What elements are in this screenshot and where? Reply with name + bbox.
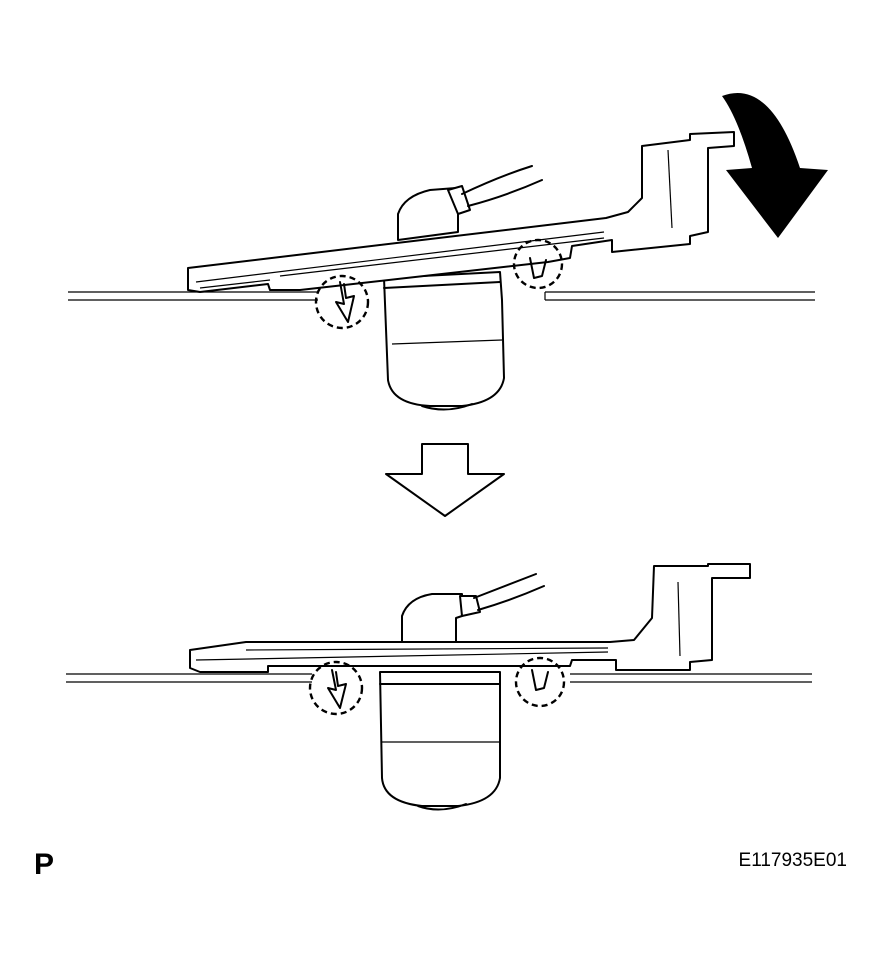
step-1-lamp-tilted xyxy=(68,93,828,411)
claw-left-bottom xyxy=(308,660,364,716)
claw-left-top xyxy=(314,274,370,330)
lamp-lens-bottom xyxy=(379,671,501,811)
body-panel-bottom xyxy=(66,673,812,683)
lamp-lens-top xyxy=(383,271,505,411)
figure-code: E117935E01 xyxy=(738,850,847,871)
connector-bottom xyxy=(401,573,545,643)
connector-top xyxy=(397,165,543,241)
step-2-lamp-installed xyxy=(66,563,812,811)
down-arrow-icon xyxy=(385,443,505,517)
claw-right-bottom xyxy=(514,656,566,708)
body-panel-top xyxy=(68,291,815,301)
page-letter: P xyxy=(34,848,55,881)
curved-arrow-icon xyxy=(722,93,828,238)
lamp-bracket-bottom xyxy=(189,563,751,673)
claw-right-top xyxy=(512,238,564,290)
